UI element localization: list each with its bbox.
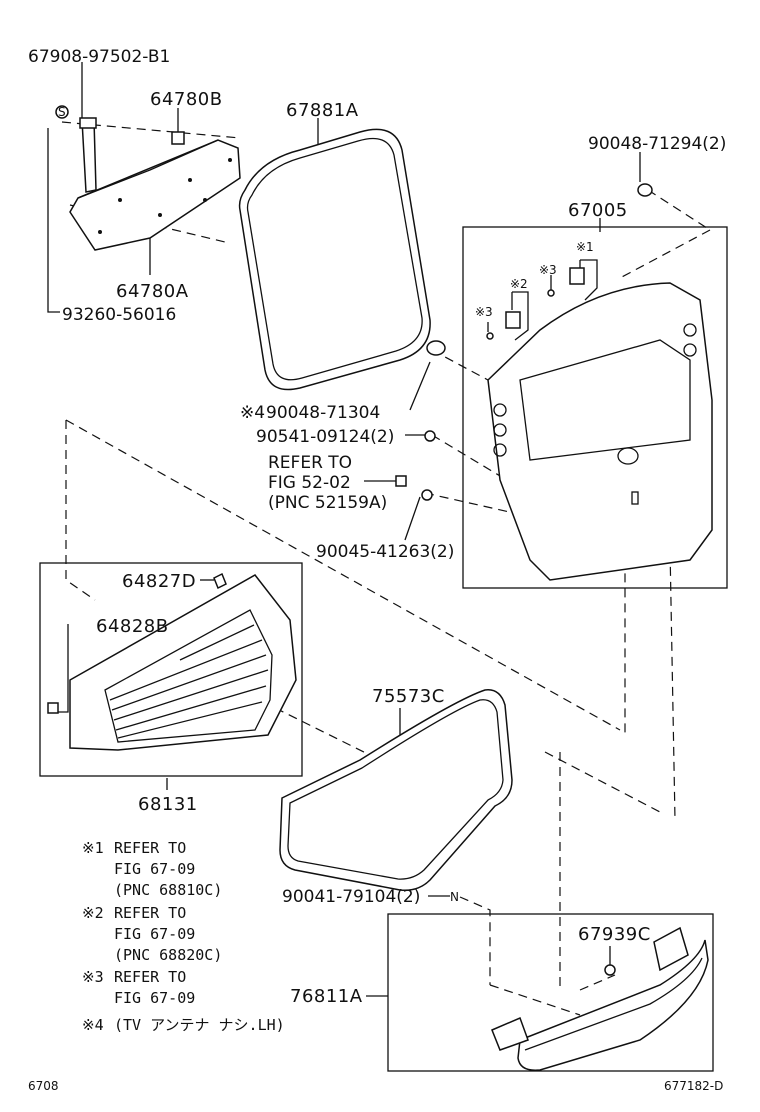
part-64828B [47, 702, 59, 714]
note-1-line1: REFER TO [114, 839, 186, 857]
label-refer-3: (PNC 52159A) [268, 493, 387, 513]
part-67908-rod [79, 117, 97, 193]
note-3-line2: FIG 67-09 [114, 989, 195, 1007]
label-90041: 90041-79104(2) [282, 887, 420, 907]
note-4-line1: (TV アンテナ ナシ.LH) [114, 1016, 285, 1034]
part-76811A-garnish [491, 926, 709, 1071]
label-90048-71294: 90048-71294(2) [588, 134, 726, 154]
note-1-mark: ※1 [82, 839, 104, 857]
bolt-52159A [395, 475, 407, 487]
part-64780A-panel [69, 139, 241, 251]
label-64828B: 64828B [96, 616, 169, 637]
screw-S-mark: S [58, 105, 66, 119]
label-93260: 93260-56016 [62, 305, 176, 325]
part-64780B-clip [171, 131, 185, 145]
grommet-90048-71294 [637, 183, 653, 197]
label-76811A: 76811A [290, 986, 363, 1007]
nut-N-mark: N [450, 890, 459, 904]
note-2-line3: (PNC 68820C) [114, 946, 222, 964]
label-64780A: 64780A [116, 281, 189, 302]
mark-2: ※2 [510, 277, 528, 291]
footer-left: 6708 [28, 1079, 59, 1093]
notes-block: ※1 REFER TO FIG 67-09 (PNC 68810C) ※2 RE… [82, 839, 285, 1034]
label-67939C: 67939C [578, 924, 651, 945]
label-90048-71304: 90048-71304 [266, 403, 380, 423]
label-64780B: 64780B [150, 89, 223, 110]
note-2-mark: ※2 [82, 904, 104, 922]
label-90541: 90541-09124(2) [256, 427, 394, 447]
clip-90045 [421, 489, 433, 501]
mark-3a: ※3 [539, 263, 557, 277]
label-68131: 68131 [138, 794, 198, 815]
label-90045: 90045-41263(2) [316, 542, 454, 562]
footer-right: 677182-D [664, 1079, 723, 1093]
note-3-mark: ※3 [82, 968, 104, 986]
grommet-90048-71304 [426, 340, 446, 356]
note-4-mark: ※4 [82, 1016, 104, 1034]
label-mark-4: ※4 [240, 403, 265, 423]
part-68131-glass [69, 574, 297, 751]
label-refer-2: FIG 52-02 [268, 473, 351, 493]
part-64827D [213, 572, 227, 590]
note-1-line2: FIG 67-09 [114, 860, 195, 878]
label-refer-1: REFER TO [268, 453, 352, 473]
part-clips-67005 [486, 267, 585, 340]
note-3-line1: REFER TO [114, 968, 186, 986]
note-1-line3: (PNC 68810C) [114, 881, 222, 899]
label-75573C: 75573C [372, 686, 445, 707]
label-67908: 67908-97502-B1 [28, 47, 170, 67]
mark-3b: ※3 [475, 305, 493, 319]
box-68131 [39, 562, 303, 777]
box-76811A [387, 913, 714, 1072]
nut-90541 [424, 430, 436, 442]
note-2-line1: REFER TO [114, 904, 186, 922]
note-2-line2: FIG 67-09 [114, 925, 195, 943]
mark-1: ※1 [576, 240, 594, 254]
screw-S [55, 105, 69, 119]
label-67881A: 67881A [286, 100, 359, 121]
box-67005 [462, 226, 728, 589]
label-64827D: 64827D [122, 571, 196, 592]
part-labels: 67908-97502-B1 64780B 67881A 90048-71294… [28, 47, 726, 1007]
part-67005-back-door [487, 282, 713, 581]
part-75573C-dam [279, 689, 513, 892]
part-67881A-weatherstrip [238, 128, 431, 391]
label-67005: 67005 [568, 200, 628, 221]
part-67939C [604, 964, 616, 976]
